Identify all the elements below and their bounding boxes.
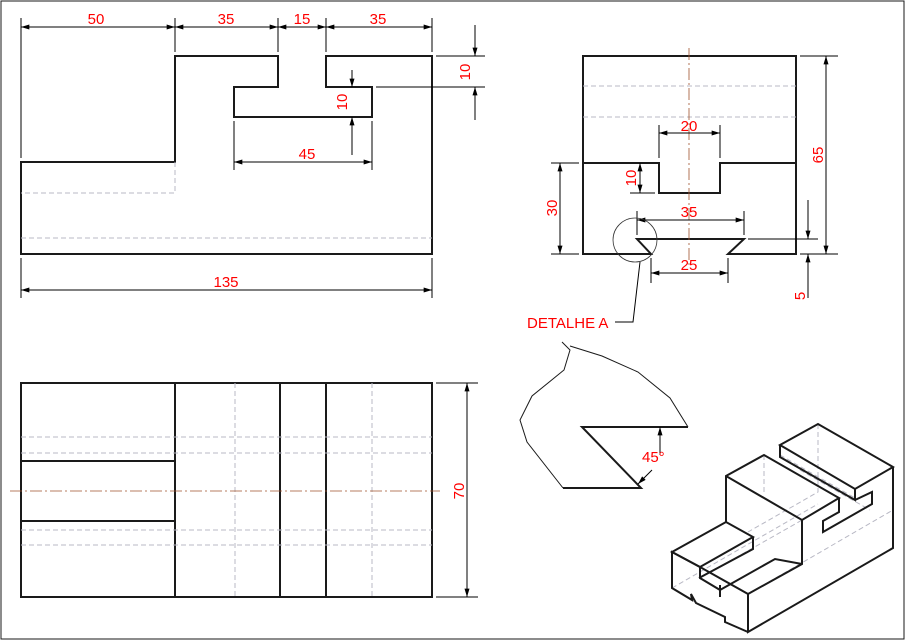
detail-label: DETALHE A [527, 315, 608, 332]
dim-10-c: 10 [623, 170, 640, 187]
detail-circle [612, 217, 658, 263]
dim-25: 25 [681, 257, 698, 274]
isometric-view [669, 422, 896, 634]
dim-45: 45 [299, 146, 316, 163]
detail-a: 45° [519, 341, 689, 489]
dim-35-c: 35 [681, 204, 698, 221]
dim-35-b: 35 [370, 11, 387, 28]
dim-70: 70 [451, 483, 468, 500]
dim-10-a: 10 [457, 64, 474, 81]
dim-15: 15 [294, 11, 311, 28]
dim-5: 5 [792, 292, 809, 300]
dim-10-b: 10 [334, 94, 351, 111]
dim-50: 50 [88, 11, 105, 28]
dim-65: 65 [810, 147, 827, 164]
dim-135: 135 [213, 274, 238, 291]
dim-20: 20 [681, 118, 698, 135]
front-view: 50 35 15 35 10 10 45 135 [20, 11, 485, 298]
dim-30: 30 [544, 200, 561, 217]
side-view: 20 65 10 30 35 25 5 DETALHE A [527, 48, 838, 332]
top-view: 70 [10, 382, 478, 598]
dim-35-a: 35 [218, 11, 235, 28]
angle-45: 45° [642, 449, 665, 466]
